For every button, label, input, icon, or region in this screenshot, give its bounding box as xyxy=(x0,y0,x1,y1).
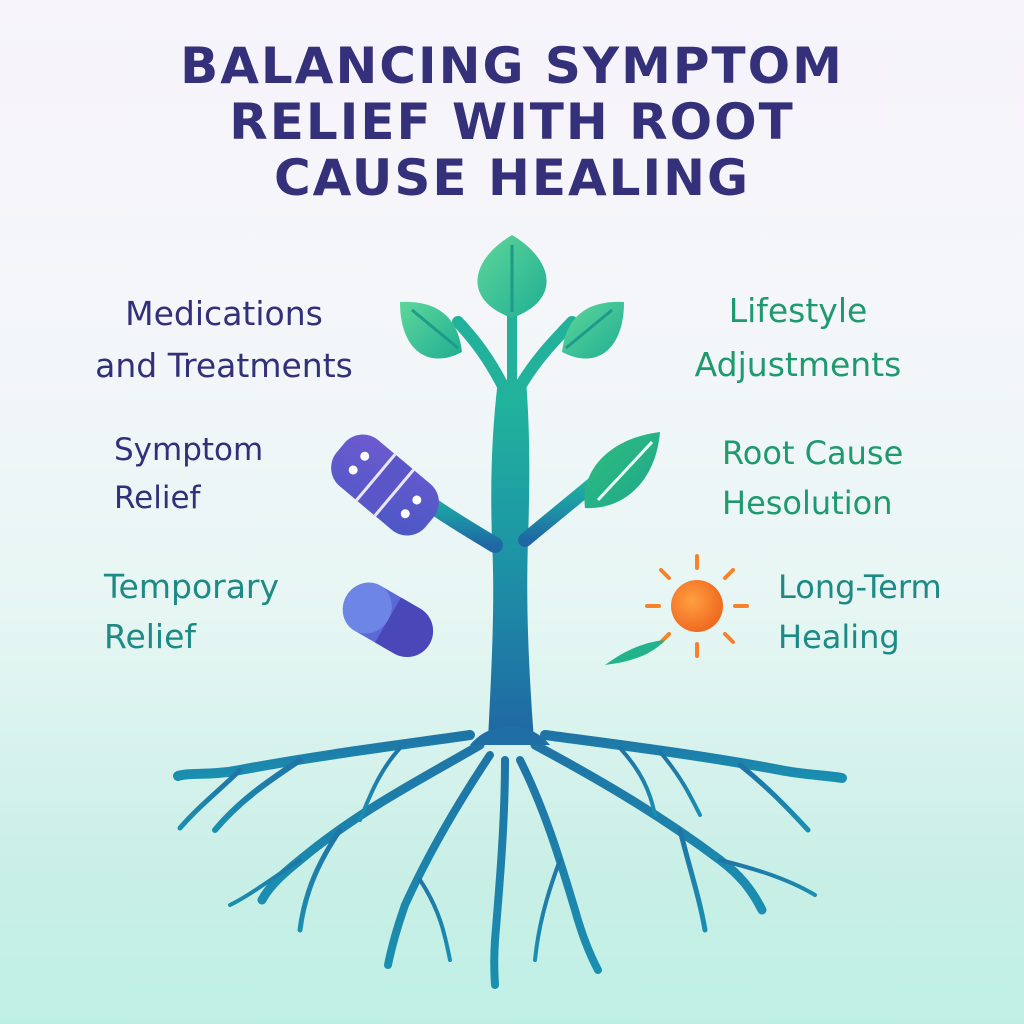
medications-heading-line-1: Medications xyxy=(125,294,323,333)
root-cause-line-1: Root Cause xyxy=(722,434,904,472)
pill-icon xyxy=(342,582,434,657)
long-term-healing-line-2: Healing xyxy=(778,618,900,656)
symptom-relief-line-1: Symptom xyxy=(114,432,264,468)
lifestyle-heading: Lifestyle Adjustments xyxy=(658,284,938,392)
lifestyle-heading-line-1: Lifestyle xyxy=(728,291,868,330)
temporary-relief-label: Temporary Relief xyxy=(104,562,279,662)
bandage-icon xyxy=(331,434,439,536)
temporary-relief-line-2: Relief xyxy=(104,617,197,656)
sun-icon xyxy=(645,554,749,658)
root-cause-line-2: Hesolution xyxy=(722,484,893,522)
symptom-relief-label: Symptom Relief xyxy=(114,426,263,522)
leaf-icon xyxy=(584,432,660,509)
root-cause-label: Root Cause Hesolution xyxy=(722,428,903,528)
title-line-2: RELIEF WITH ROOT xyxy=(229,93,795,151)
leaves xyxy=(400,235,660,509)
temporary-relief-line-1: Temporary xyxy=(104,567,280,606)
page-title: BALANCING SYMPTOM RELIEF WITH ROOT CAUSE… xyxy=(0,38,1024,206)
title-line-1: BALANCING SYMPTOM xyxy=(180,37,844,95)
medications-heading-line-2: and Treatments xyxy=(95,346,353,385)
medications-heading: Medications and Treatments xyxy=(64,288,384,392)
title-line-3: CAUSE HEALING xyxy=(273,149,751,207)
leaf-sprout-icon xyxy=(605,640,665,665)
long-term-healing-label: Long-Term Healing xyxy=(778,562,942,662)
symptom-relief-line-2: Relief xyxy=(114,480,201,516)
roots xyxy=(173,730,847,989)
long-term-healing-line-1: Long-Term xyxy=(778,568,942,606)
lifestyle-heading-line-2: Adjustments xyxy=(694,345,902,384)
